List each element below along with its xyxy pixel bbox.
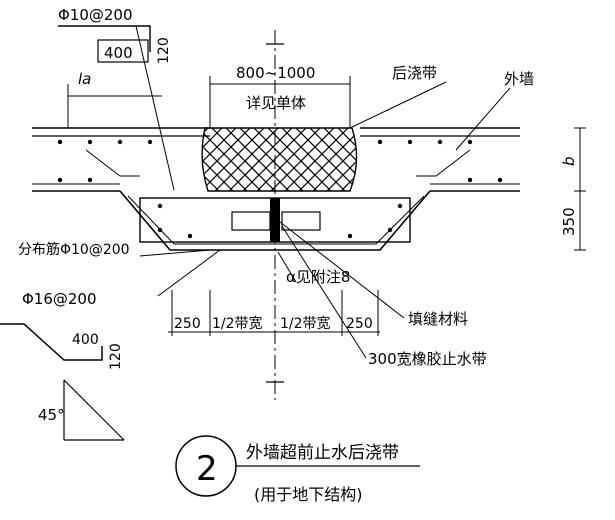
dim-b-label: b	[560, 156, 578, 166]
waterstop-label: 300宽橡胶止水带	[368, 350, 487, 368]
dim-250-left-label: 250	[174, 316, 201, 332]
drawing-title: 外墙超前止水后浇带	[246, 443, 399, 463]
detail-marker	[175, 435, 420, 497]
post-pour-strip-label: 后浇带	[392, 64, 437, 82]
wall-slab	[32, 127, 520, 251]
post-pour-strip-hatch	[201, 127, 358, 192]
distribution-bar-label: 分布筋Φ10@200	[18, 241, 130, 258]
pocket	[139, 197, 411, 243]
rebar-dots	[57, 139, 503, 239]
lap-la-label: la	[78, 70, 91, 88]
hook-120-label: 120	[156, 37, 172, 64]
main-bar-label: Φ16@200	[22, 290, 97, 308]
hook-400-label: 400	[104, 44, 133, 62]
top-hook-detail	[58, 25, 175, 191]
half-strip-left-label: 1/2带宽	[212, 315, 263, 332]
hook2-120-label: 120	[108, 343, 124, 370]
half-strip-right-label: 1/2带宽	[280, 315, 331, 332]
dim-250-right-label: 250	[346, 316, 373, 332]
exterior-wall-label: 外墙	[504, 70, 534, 88]
angle-detail	[63, 379, 125, 441]
lower-hook-detail	[0, 323, 103, 361]
hook2-400-label: 400	[72, 332, 99, 348]
rebar-top-label: Φ10@200	[58, 6, 133, 24]
dimension-lines	[67, 76, 586, 336]
dim-350-label: 350	[560, 207, 578, 236]
detail-number: 2	[196, 449, 218, 489]
alpha-note-label: α见附注8	[286, 268, 350, 286]
see-detail-label: 详见单体	[246, 94, 306, 112]
filler-label: 填缝材料	[408, 310, 468, 328]
width-range-label: 800~1000	[236, 64, 315, 82]
angle-45-label: 45°	[38, 406, 65, 424]
drawing-subtitle: (用于地下结构)	[254, 485, 363, 504]
leader-lines	[139, 81, 511, 359]
